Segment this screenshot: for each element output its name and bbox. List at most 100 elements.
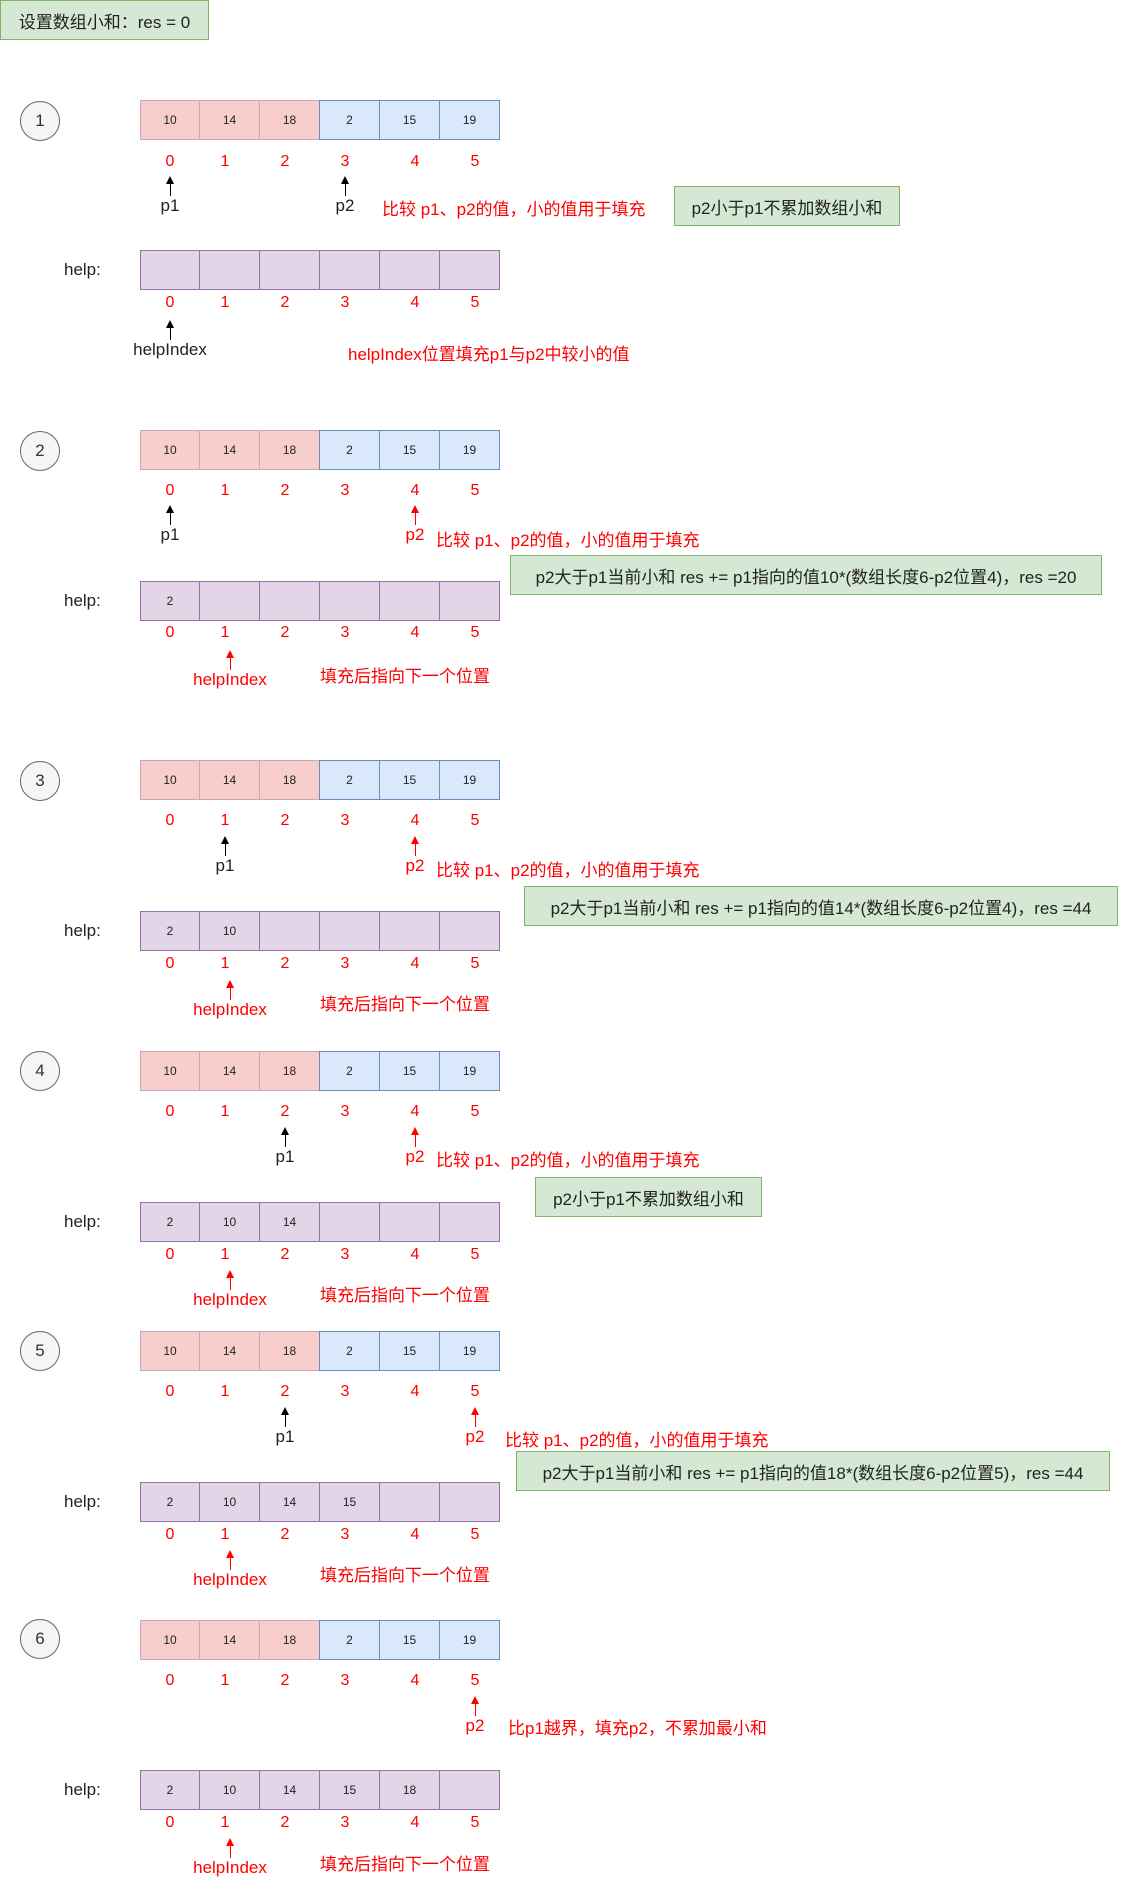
index-label: 1 [220, 1246, 230, 1263]
index-label: 5 [470, 812, 480, 829]
help-cell [379, 1482, 440, 1522]
arrow-stem [474, 1415, 476, 1427]
index-label: 2 [280, 294, 290, 311]
index-label: 1 [220, 1814, 230, 1831]
help-cell: 18 [379, 1770, 440, 1810]
help-array-label: help: [64, 1212, 101, 1231]
index-label: 0 [165, 1383, 175, 1400]
p2-pointer-label: p2 [465, 1716, 485, 1735]
p1-pointer-label: p1 [275, 1427, 295, 1446]
help-index-label: helpIndex [193, 1570, 267, 1589]
index-label: 5 [470, 1103, 480, 1120]
left-half-cell: 14 [199, 1051, 260, 1091]
index-label: 0 [165, 1246, 175, 1263]
index-label: 4 [410, 1672, 420, 1689]
help-cell [439, 911, 500, 951]
arrow-stem [414, 1135, 416, 1147]
index-label: 0 [165, 812, 175, 829]
up-arrow-icon [226, 1270, 234, 1278]
arrow-stem [169, 328, 171, 340]
help-annotation: helpIndex位置填充p1与p2中较小的值 [348, 345, 630, 364]
index-label: 1 [220, 955, 230, 972]
left-half-cell: 14 [199, 1620, 260, 1660]
compare-annotation: 比较 p1、p2的值，小的值用于填充 [436, 1151, 700, 1170]
index-label: 0 [165, 1526, 175, 1543]
index-label: 0 [165, 1672, 175, 1689]
left-half-cell: 10 [140, 100, 200, 140]
step-number-badge: 1 [20, 101, 60, 141]
help-cell: 2 [140, 1770, 200, 1810]
index-label: 0 [165, 1103, 175, 1120]
help-cell [379, 250, 440, 290]
right-half-cell: 15 [379, 100, 440, 140]
p2-pointer: p2 [305, 176, 385, 216]
index-label: 5 [470, 153, 480, 170]
help-cell: 10 [199, 1770, 260, 1810]
help-cell [319, 250, 380, 290]
index-label: 3 [340, 1246, 350, 1263]
index-label: 1 [220, 812, 230, 829]
up-arrow-icon [281, 1127, 289, 1135]
help-cell: 14 [259, 1770, 320, 1810]
p2-pointer-label: p2 [405, 1147, 425, 1166]
right-half-cell: 15 [379, 1051, 440, 1091]
right-half-cell: 15 [379, 1331, 440, 1371]
index-label: 4 [410, 1103, 420, 1120]
header-note: 设置数组小和：res = 0 [0, 0, 209, 40]
index-label: 5 [470, 955, 480, 972]
up-arrow-icon [471, 1696, 479, 1704]
help-cell: 10 [199, 1482, 260, 1522]
right-half-cell: 2 [319, 1051, 380, 1091]
up-arrow-icon [411, 1127, 419, 1135]
arrow-stem [169, 184, 171, 196]
index-label: 4 [410, 812, 420, 829]
help-cell: 2 [140, 581, 200, 621]
index-label: 1 [220, 482, 230, 499]
help-cell [259, 911, 320, 951]
arrow-stem [229, 1846, 231, 1858]
right-half-cell: 2 [319, 100, 380, 140]
help-cell [140, 250, 200, 290]
result-note: p2大于p1当前小和 res += p1指向的值18*(数组长度6-p2位置5)… [516, 1451, 1110, 1491]
arrow-stem [169, 513, 171, 525]
help-index-label: helpIndex [133, 340, 207, 359]
p1-pointer-label: p1 [275, 1147, 295, 1166]
help-array-label: help: [64, 260, 101, 279]
index-label: 5 [470, 294, 480, 311]
result-note: p2大于p1当前小和 res += p1指向的值10*(数组长度6-p2位置4)… [510, 555, 1102, 595]
index-label: 3 [340, 624, 350, 641]
up-arrow-icon [226, 650, 234, 658]
index-label: 1 [220, 624, 230, 641]
help-index-label: helpIndex [193, 1858, 267, 1877]
index-label: 2 [280, 1103, 290, 1120]
step-number-badge: 6 [20, 1619, 60, 1659]
help-index-pointer: helpIndex [180, 650, 280, 690]
index-label: 2 [280, 1383, 290, 1400]
up-arrow-icon [411, 836, 419, 844]
right-half-cell: 15 [379, 1620, 440, 1660]
result-note: p2小于p1不累加数组小和 [674, 186, 900, 226]
p2-pointer: p2 [375, 836, 455, 876]
p1-pointer: p1 [245, 1127, 325, 1167]
left-half-cell: 14 [199, 430, 260, 470]
index-label: 3 [340, 1383, 350, 1400]
help-index-pointer: helpIndex [180, 1270, 280, 1310]
up-arrow-icon [471, 1407, 479, 1415]
index-label: 3 [340, 1814, 350, 1831]
p1-pointer: p1 [130, 505, 210, 545]
left-half-cell: 18 [259, 1331, 320, 1371]
p2-pointer: p2 [375, 1127, 455, 1167]
help-array-label: help: [64, 591, 101, 610]
index-label: 0 [165, 1814, 175, 1831]
